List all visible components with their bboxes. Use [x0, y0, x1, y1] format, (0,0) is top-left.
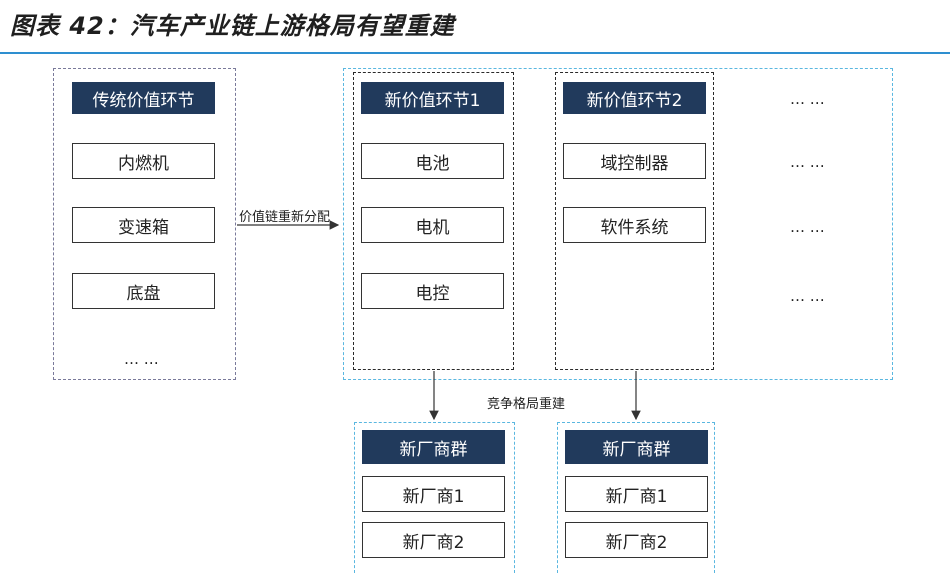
traditional-item-gearbox: 变速箱 — [72, 207, 215, 243]
new-value-1-group — [353, 72, 514, 370]
vendors-right-item-1: 新厂商1 — [565, 476, 708, 512]
new-value-outer-group — [343, 68, 893, 380]
more-ellipsis-1: … … — [790, 90, 825, 108]
new-value-1-item-battery: 电池 — [361, 143, 504, 179]
traditional-group — [53, 68, 236, 380]
vendors-right-item-2: 新厂商2 — [565, 522, 708, 558]
vendors-left-group — [354, 422, 515, 573]
vendors-right-group — [557, 422, 715, 573]
more-ellipsis-3: … … — [790, 218, 825, 236]
more-ellipsis-4: … … — [790, 287, 825, 305]
title-divider — [0, 52, 950, 54]
new-value-2-item-software: 软件系统 — [563, 207, 706, 243]
new-value-1-header: 新价值环节1 — [361, 82, 504, 114]
competition-rebuild-label: 竞争格局重建 — [487, 397, 566, 412]
traditional-item-chassis: 底盘 — [72, 273, 215, 309]
value-redistribution-label: 价值链重新分配 — [239, 210, 331, 225]
new-value-2-group — [555, 72, 714, 370]
new-value-2-item-domain-controller: 域控制器 — [563, 143, 706, 179]
new-value-1-item-motor: 电机 — [361, 207, 504, 243]
vendors-left-item-2: 新厂商2 — [362, 522, 505, 558]
traditional-item-engine: 内燃机 — [72, 143, 215, 179]
vendors-right-header: 新厂商群 — [565, 430, 708, 464]
new-value-1-item-controller: 电控 — [361, 273, 504, 309]
vendors-left-header: 新厂商群 — [362, 430, 505, 464]
traditional-header: 传统价值环节 — [72, 82, 215, 114]
traditional-ellipsis: … … — [124, 350, 159, 368]
more-ellipsis-2: … … — [790, 153, 825, 171]
figure-title: 图表 42：汽车产业链上游格局有望重建 — [10, 12, 455, 40]
vendors-left-item-1: 新厂商1 — [362, 476, 505, 512]
new-value-2-header: 新价值环节2 — [563, 82, 706, 114]
